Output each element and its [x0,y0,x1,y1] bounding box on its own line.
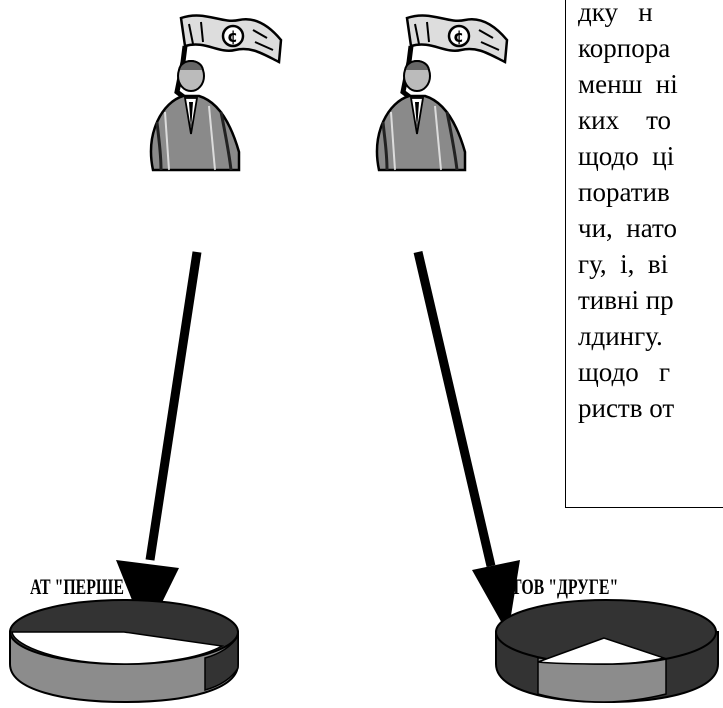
arrow-1-shaft [145,251,202,561]
company-label-2: ТОВ "ДРУГЕ" [511,574,619,599]
pie-1-white-slice [11,631,225,665]
text-line-4: ких то [578,105,672,135]
text-line-11: щодо г [578,357,671,387]
company-label-1: АТ "ПЕРШЕ" [30,574,133,599]
text-line-9: тивні пр [578,285,674,315]
text-line-10: лдингу. [578,321,663,351]
arrow-1-head [116,560,179,635]
arrow-2-shaft [413,250,496,568]
text-line-3: менш ні [578,69,678,99]
investor-2-icon: ¢ [375,14,509,172]
svg-text:¢: ¢ [227,27,238,46]
text-line-1: дку н [578,0,653,27]
arrow-2-head [472,560,520,634]
pie-chart-1 [9,599,239,704]
text-box: дку н корпора менш ні ких то щодо ці пор… [565,0,723,508]
text-line-2: корпора [578,33,671,63]
text-line-12: риств от [578,393,675,423]
investor-1-icon: ¢ [149,14,283,172]
svg-text:¢: ¢ [453,27,464,46]
arrows [116,250,520,635]
pie-1-side-dark [204,633,239,691]
diagram: ¢ ¢ [9,0,723,704]
text-line-6: поратив [578,177,670,207]
text-line-8: гу, і, ві [578,249,669,279]
pie-2-white-slice [537,637,667,665]
text-line-5: щодо ці [578,141,675,171]
text-line-7: чи, нато [578,213,677,243]
pie-chart-2 [495,599,719,704]
